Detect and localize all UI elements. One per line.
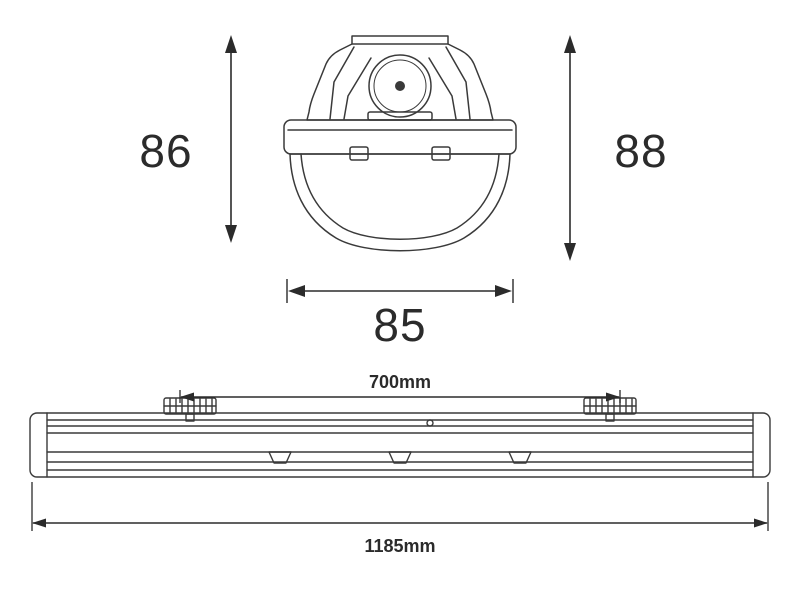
cable-gland-circle bbox=[368, 54, 432, 118]
arrowhead-down-86 bbox=[225, 225, 237, 243]
arrowhead-up-86 bbox=[225, 35, 237, 53]
clip-brace-left bbox=[343, 57, 372, 120]
dim-label-height-left: 86 bbox=[139, 125, 192, 177]
mounting-bracket-left bbox=[163, 397, 217, 422]
cable-gland-center bbox=[395, 81, 405, 91]
clip-bottom-3 bbox=[508, 451, 532, 464]
clip-brace-right bbox=[428, 57, 457, 120]
screw-detail bbox=[426, 419, 434, 427]
dim-label-overall-length: 1185mm bbox=[364, 536, 435, 556]
diffuser-dome-outer bbox=[289, 153, 511, 252]
housing-outline bbox=[29, 412, 771, 478]
dimension-mount-spacing: 700mm bbox=[179, 372, 621, 403]
dim-label-width: 85 bbox=[373, 299, 426, 351]
arrowhead-right-85 bbox=[495, 285, 512, 297]
end-view bbox=[283, 35, 517, 252]
diffuser-dome-inner bbox=[300, 153, 500, 240]
arrowhead-left-700 bbox=[180, 392, 194, 402]
arrowhead-down-88 bbox=[564, 243, 576, 261]
clip-strut-right bbox=[445, 46, 471, 120]
arrowhead-left-1185 bbox=[32, 518, 46, 528]
arrowhead-up-88 bbox=[564, 35, 576, 53]
arrowhead-right-700 bbox=[606, 392, 620, 402]
dimension-height-left: 86 bbox=[139, 35, 237, 243]
dim-label-height-right: 88 bbox=[614, 125, 667, 177]
dimension-width: 85 bbox=[286, 279, 514, 351]
clip-bottom-2 bbox=[388, 451, 412, 464]
mounting-clip-outline bbox=[306, 35, 494, 121]
clip-strut-left bbox=[329, 46, 355, 120]
clip-bottom-1 bbox=[268, 451, 292, 464]
mounting-bracket-right bbox=[583, 397, 637, 422]
arrowhead-left-85 bbox=[288, 285, 305, 297]
dimension-overall-length: 1185mm bbox=[31, 482, 769, 556]
dimension-height-right: 88 bbox=[564, 35, 667, 261]
side-view bbox=[29, 397, 771, 478]
housing-body bbox=[283, 119, 517, 155]
dim-label-mount-spacing: 700mm bbox=[369, 372, 431, 392]
top-latch-tab bbox=[367, 111, 433, 121]
arrowhead-right-1185 bbox=[754, 518, 768, 528]
